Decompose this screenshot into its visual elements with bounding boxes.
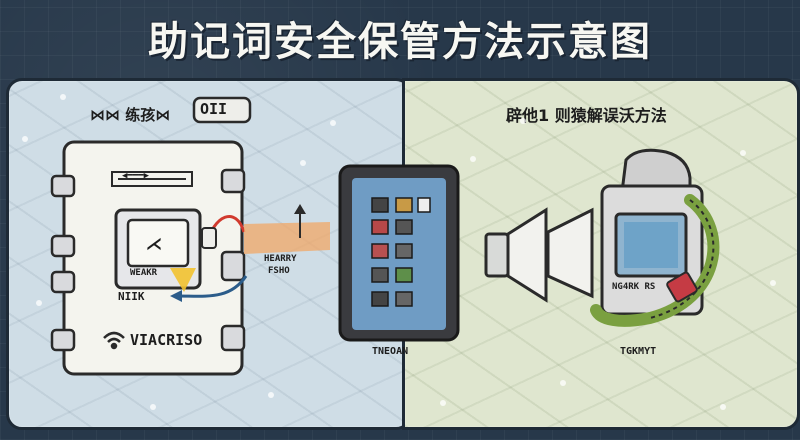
tablet-label: TNEOAN	[372, 346, 409, 357]
beam-label-1: HEARRY	[264, 254, 297, 264]
wifi-label: VIACRISO	[130, 331, 203, 349]
page-title: 助记词安全保管方法示意图	[148, 19, 652, 65]
heading-badge: OII	[200, 100, 228, 118]
left-panel-heading: ⋈⋈ 练孩⋈	[90, 106, 171, 124]
device-label: TGKMYT	[620, 346, 657, 357]
wifi-icon	[103, 331, 125, 350]
hardware-wallet	[590, 148, 720, 327]
speaker-icon	[484, 207, 594, 303]
card-sub: NIIK	[118, 290, 145, 303]
mnemonic-sheet	[50, 96, 252, 376]
card-code: WEAKR	[130, 268, 158, 278]
tablet-device	[338, 164, 460, 342]
right-panel-heading: 辟他1 则猿解误沃方法	[506, 106, 667, 125]
card-icon: ⋌	[146, 234, 162, 253]
beam-label-2: FSHO	[268, 266, 290, 276]
ribbon-text: ◀━━━▶	[122, 171, 150, 181]
arrow-left-icon	[170, 290, 182, 302]
device-code: NG4RK RS	[612, 282, 656, 292]
